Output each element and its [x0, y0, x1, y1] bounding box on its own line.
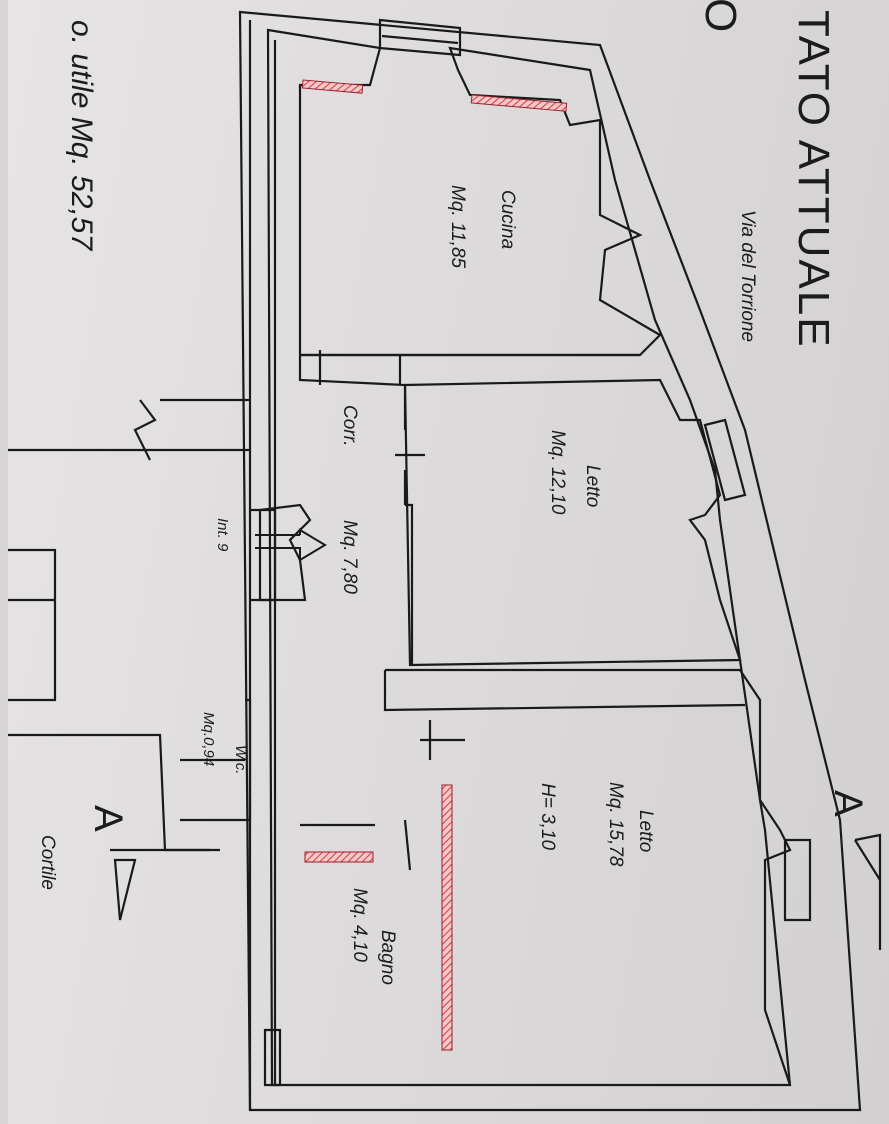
- floor-plan-sheet: [8, 0, 889, 1124]
- window-bottom-right: [783, 838, 812, 922]
- wall-bedroom-divider: [383, 670, 746, 712]
- entrance-arrow: [255, 528, 327, 562]
- section-label-left: A: [86, 805, 130, 834]
- street-name: Via del Torrione: [737, 210, 758, 343]
- int-door: [250, 508, 277, 602]
- room-bagno-area: Mq. 4,10: [349, 888, 370, 962]
- section-label-right: A: [826, 790, 870, 819]
- page-title: TATO ATTUALE: [789, 10, 838, 349]
- room-letto1-area: Mq. 12,10: [547, 430, 568, 515]
- wall-corridor-right: [405, 503, 414, 665]
- room-letto1-name: Letto: [582, 465, 603, 508]
- apartment-int-label: Int. 9: [214, 518, 231, 552]
- section-markers: [110, 833, 882, 950]
- room-corr-area: Mq. 7,80: [339, 520, 360, 594]
- stair-block: [263, 1028, 282, 1087]
- wc-walls: [180, 698, 252, 822]
- corridor-opening: [258, 503, 312, 602]
- wall-letto1-top: [403, 378, 742, 667]
- floor-plan-drawing: [8, 10, 882, 1112]
- wall-bath: [300, 720, 465, 871]
- room-wc-area: Mq.0,94: [200, 712, 217, 767]
- title-fragment: O: [696, 0, 745, 35]
- external-walls: [8, 398, 250, 852]
- room-wc-name: W.c.: [232, 745, 249, 775]
- wall-corridor: [298, 350, 407, 430]
- surface-total: o. utile Mq. 52,57: [65, 20, 98, 251]
- room-corr-name: Corr.: [339, 405, 360, 447]
- cortile-label: Cortile: [37, 835, 58, 890]
- new-walls: [301, 79, 568, 1051]
- wall-letto2: [385, 668, 792, 1086]
- wall-left-band: [248, 20, 277, 1110]
- room-cucina-name: Cucina: [497, 190, 518, 250]
- window-top: [378, 18, 462, 57]
- window-right: [703, 418, 747, 502]
- room-cucina-area: Mq. 11,85: [447, 185, 468, 269]
- room-bagno-name: Bagno: [377, 930, 398, 985]
- door-swing: [395, 453, 425, 505]
- room-letto2-height: H= 3,10: [537, 783, 558, 851]
- room-letto2-name: Letto: [635, 810, 656, 853]
- room-letto2-area: Mq. 15,78: [605, 782, 626, 867]
- outer-wall: [238, 10, 862, 1112]
